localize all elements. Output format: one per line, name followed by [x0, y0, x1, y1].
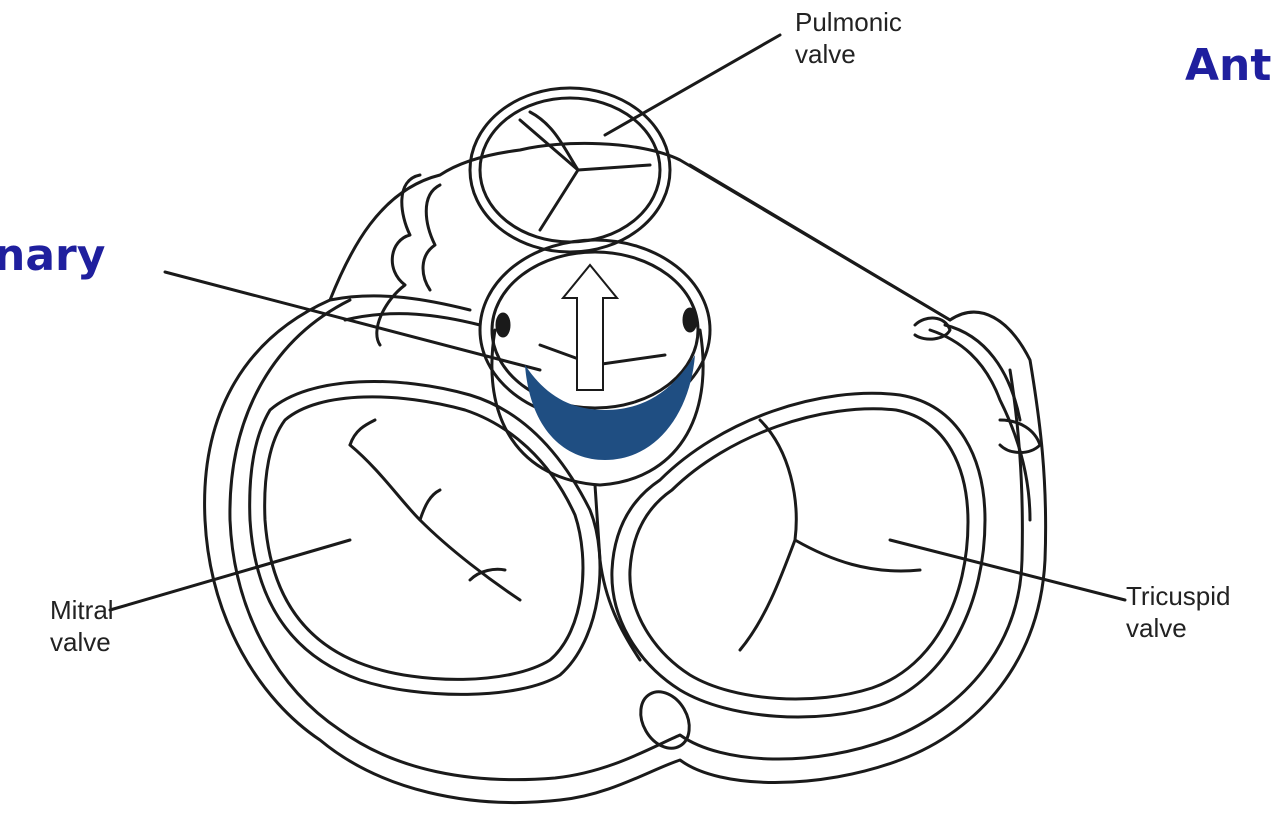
tricuspid-commissures	[740, 420, 920, 650]
band-line-3	[945, 325, 1020, 420]
cropped-heading-left: nary	[0, 230, 105, 282]
mitral-label-line2: valve	[50, 626, 114, 658]
coronary-leader-line	[165, 272, 540, 370]
tricuspid-label-line1: Tricuspid	[1126, 580, 1231, 612]
left-ridge	[330, 296, 470, 310]
band-line-1	[690, 165, 950, 320]
up-arrow	[563, 265, 617, 390]
mitral-label-line1: Mitral	[50, 594, 114, 626]
mitral-chordae	[350, 420, 505, 580]
central-fibrous-body	[595, 485, 640, 660]
tricuspid-valve-label: Tricuspid valve	[1126, 580, 1231, 644]
pulmonic-label-line2: valve	[795, 38, 902, 70]
tricuspid-leader-line	[890, 540, 1125, 600]
pulmonic-cusp-edge	[530, 112, 578, 170]
mitral-commissure	[350, 445, 520, 600]
mitral-leader-line	[110, 540, 350, 610]
left-vessel-inner	[423, 185, 440, 290]
cropped-heading-right: Ant	[1185, 40, 1271, 92]
tricuspid-annulus-inner	[630, 409, 968, 699]
tricuspid-label-line2: valve	[1126, 612, 1231, 644]
pulmonic-valve-ring	[470, 88, 670, 252]
tricuspid-annulus-outer	[612, 393, 985, 717]
coronary-ostium-left	[497, 314, 509, 336]
pulmonic-label-line1: Pulmonic	[795, 6, 902, 38]
pulmonic-valve-label: Pulmonic valve	[795, 6, 902, 70]
pulmonic-cusps	[520, 120, 650, 230]
mitral-valve-label: Mitral valve	[50, 594, 114, 658]
left-vessel	[377, 175, 420, 345]
ridge-bump-2	[915, 318, 950, 339]
mitral-annulus-inner	[265, 397, 583, 680]
band-line-2	[930, 330, 1030, 520]
coronary-ostium-right	[684, 309, 696, 331]
pulmonic-leader-line	[605, 35, 780, 135]
